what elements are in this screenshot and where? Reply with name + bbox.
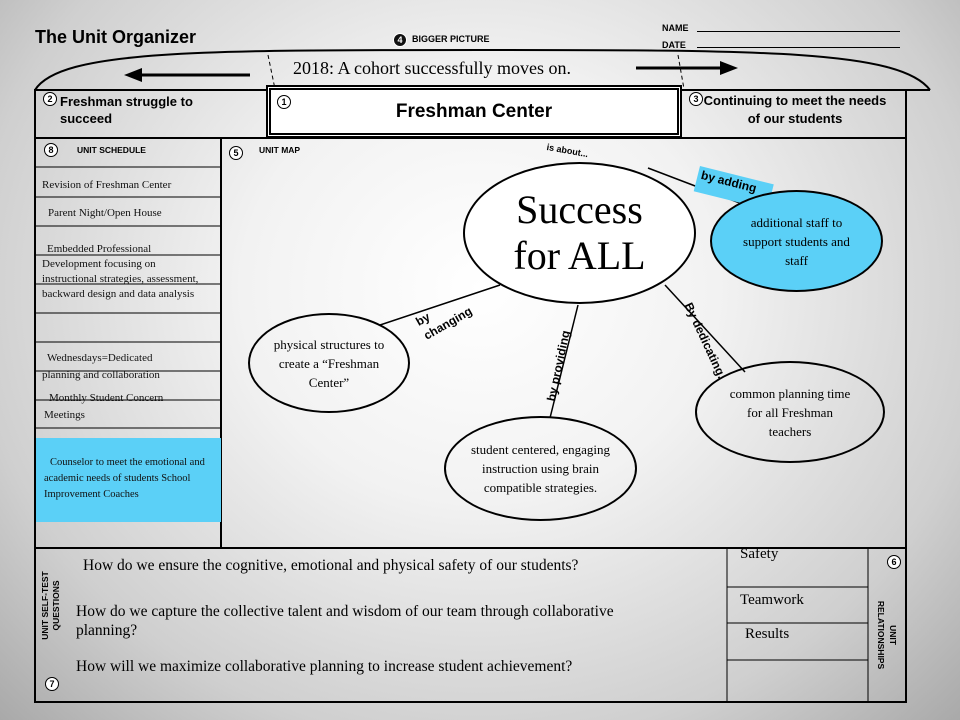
name-line[interactable] xyxy=(697,31,900,32)
date-line[interactable] xyxy=(697,47,900,48)
date-label: DATE xyxy=(662,40,686,50)
branch-oval-student-centered: student centered, engaging instruction u… xyxy=(444,416,637,521)
upcoming-unit-text: Continuing to meet the needs of our stud… xyxy=(703,93,887,126)
branch-text: common planning time for all Freshman te… xyxy=(729,385,851,439)
relationship-safety: Safety xyxy=(740,546,779,562)
prior-unit-text: Freshman struggle to succeed xyxy=(60,94,193,126)
prior-unit-number: 2 xyxy=(43,92,57,106)
self-test-number: 7 xyxy=(45,677,59,691)
branch-text: physical structures to create a “Freshma… xyxy=(273,336,385,390)
current-unit-text: Freshman Center xyxy=(395,101,553,122)
self-test-question: How will we maximize collaborative plann… xyxy=(76,658,573,675)
bigger-picture-number: 4 xyxy=(393,33,407,47)
bigger-picture-label: BIGGER PICTURE xyxy=(412,34,490,44)
self-test-question: How do we capture the collective talent … xyxy=(76,603,614,639)
schedule-item: Counselor to meet the emotional and acad… xyxy=(44,457,205,500)
branch-text: additional staff to support students and… xyxy=(743,214,850,268)
current-unit-number: 1 xyxy=(277,95,291,109)
branch-oval-common-planning: common planning time for all Freshman te… xyxy=(695,361,885,463)
schedule-item-highlighted xyxy=(36,438,221,522)
schedule-item: Monthly Student Concern Meetings xyxy=(44,392,164,421)
unit-schedule-number: 8 xyxy=(44,143,58,157)
name-label: NAME xyxy=(662,23,689,33)
relationships-label: UNIT RELATIONSHIPS xyxy=(876,600,898,670)
self-test-question: How do we ensure the cognitive, emotiona… xyxy=(83,557,579,574)
self-test-label: UNIT SELF-TEST QUESTIONS xyxy=(40,571,61,640)
unit-schedule-label: UNIT SCHEDULE xyxy=(77,145,146,155)
schedule-item: Parent Night/Open House xyxy=(48,207,162,219)
relationship-teamwork: Teamwork xyxy=(740,592,804,608)
upcoming-unit-number: 3 xyxy=(689,92,703,106)
schedule-item: Embedded Professional Development focusi… xyxy=(42,243,199,300)
relationships-number: 6 xyxy=(887,555,901,569)
unit-map-label: UNIT MAP xyxy=(259,145,301,155)
bigger-picture-text: 2018: A cohort successfully moves on. xyxy=(293,58,571,78)
unit-map-number: 5 xyxy=(229,146,243,160)
branch-oval-physical-structures: physical structures to create a “Freshma… xyxy=(248,313,410,413)
schedule-item: Revision of Freshman Center xyxy=(42,179,172,191)
schedule-item: Wednesdays=Dedicated planning and collab… xyxy=(42,352,160,381)
relationship-results: Results xyxy=(745,626,790,642)
unit-organizer-title: The Unit Organizer xyxy=(35,27,197,47)
branch-oval-additional-staff: additional staff to support students and… xyxy=(710,190,883,292)
current-unit-box: 1 Freshman Center xyxy=(266,85,682,138)
main-idea-oval: Success for ALL xyxy=(463,162,696,304)
branch-text: student centered, engaging instruction u… xyxy=(471,442,610,495)
main-idea-text: Success for ALL xyxy=(513,187,646,278)
